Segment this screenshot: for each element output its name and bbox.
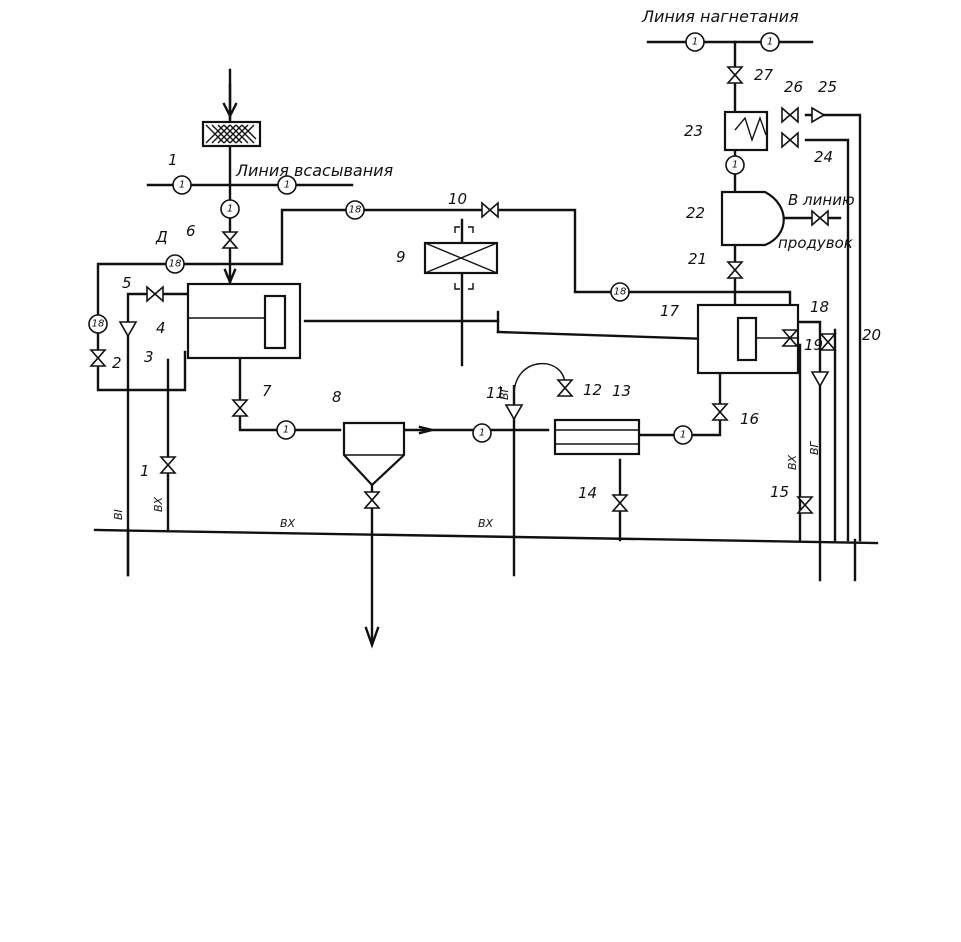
header-vkh-label: ВХ [478,517,494,530]
item-24-label: 24 [814,148,833,166]
check-valve-3[interactable] [118,321,138,338]
item-numbers: 1 1 2 3 4 5 6 7 8 9 10 11 12 13 14 15 16… [112,66,881,502]
receiver-22 [720,190,785,247]
item-27-label: 27 [754,66,774,84]
cylinder-17 [696,303,800,375]
valve-21[interactable] [727,261,743,279]
valve-10[interactable] [481,202,499,218]
pipe-vg-label: ВГ [808,440,821,455]
item-8-label: 8 [332,388,342,406]
discharge-line-label: Линия нагнетания [641,7,799,26]
item-21-label: 21 [688,250,707,268]
item-14-label: 14 [578,484,597,502]
code-circle: 18 [614,287,627,298]
valve-2[interactable] [90,349,106,367]
code-circle: 1 [680,430,686,441]
item-20-label: 20 [862,326,881,344]
check-valve-25[interactable] [811,106,826,124]
separator-8 [342,421,406,487]
valves [90,66,836,514]
code-circle: 1 [732,160,738,171]
valve-20[interactable] [820,333,836,351]
code-circle: 18 [169,259,182,270]
cooler-13 [553,418,641,456]
valve-16[interactable] [712,403,728,421]
pipe-code-markers: 1 1 1 18 18 18 18 1 1 1 1 1 1 [88,32,780,445]
cylinder-4 [186,282,302,360]
item-5-label: 5 [122,274,132,292]
item-15-label: 15 [770,483,789,501]
code-circle: 1 [284,180,290,191]
item-2-label: 2 [112,354,122,372]
aftercooler-23 [723,110,769,152]
valve-7[interactable] [232,399,248,417]
item-1-label: 1 [168,151,178,169]
item-6-label: 6 [186,222,196,240]
pipe-vi-label: ВI [112,509,125,520]
code-circle: 18 [349,205,362,216]
drive-motor-9 [423,226,499,290]
item-18-label: 18 [810,298,829,316]
item-12-label: 12 [583,381,602,399]
item-10-label: 10 [448,190,467,208]
code-circle: 1 [227,204,233,215]
valve-24[interactable] [781,132,799,148]
item-22-label: 22 [686,204,705,222]
intake-filter [201,83,262,148]
valve-5[interactable] [146,286,164,302]
code-circle: 1 [479,428,485,439]
item-1b-label: 1 [140,462,150,480]
valve-1[interactable] [160,456,176,474]
item-26-label: 26 [784,78,803,96]
pipe-vkh-label: ВХ [152,496,165,512]
item-25-label: 25 [818,78,837,96]
pipe-vg-label: ВГ [498,385,511,400]
captions: Линия всасывания Линия нагнетания В лини… [112,7,855,530]
item-4-label: 4 [156,319,166,337]
code-circle: 18 [92,319,105,330]
line-d-label: Д [155,228,168,246]
item-11-label: 11 [486,384,505,402]
item-13-label: 13 [612,382,631,400]
item-17-label: 17 [660,302,680,320]
flow-arrows [223,268,433,649]
item-3-label: 3 [144,348,154,366]
valve-26[interactable] [781,107,799,123]
pipe-vkh-label: ВХ [786,454,799,470]
item-19-label: 19 [804,336,823,354]
valve-27[interactable] [727,66,743,84]
item-16-label: 16 [740,410,759,428]
valve-12[interactable] [557,379,573,397]
code-circle: 1 [767,37,773,48]
valve-separator-drain[interactable] [364,491,380,509]
valve-14[interactable] [612,494,628,512]
check-valve-19[interactable] [810,371,830,388]
item-9-label: 9 [396,248,406,266]
purge-line-label-1: В линию [788,191,855,209]
check-valve-11[interactable] [504,404,524,421]
code-circle: 1 [283,425,289,436]
code-circle: 1 [179,180,185,191]
item-23-label: 23 [684,122,703,140]
purge-line-label-2: продувок [778,234,853,252]
code-circle: 1 [692,37,698,48]
valve-6[interactable] [222,231,238,249]
item-7-label: 7 [262,382,272,400]
suction-line-label: Линия всасывания [235,161,394,180]
valve-purge[interactable] [811,210,829,226]
header-vkh-label: ВХ [280,517,296,530]
